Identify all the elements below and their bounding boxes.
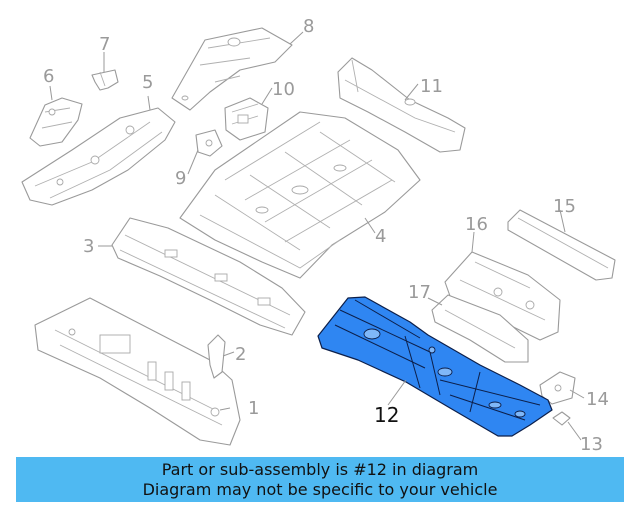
banner-line-2: Diagram may not be specific to your vehi…	[142, 480, 498, 499]
callout-3: 3	[83, 236, 94, 257]
part-4[interactable]	[179, 111, 421, 279]
part-10[interactable]	[224, 97, 269, 141]
part-5[interactable]	[21, 107, 176, 206]
callout-10: 10	[272, 79, 295, 100]
callout-5: 5	[142, 72, 153, 93]
callout-2: 2	[235, 344, 246, 365]
part-8[interactable]	[171, 27, 293, 111]
callout-1: 1	[248, 398, 259, 419]
callout-14: 14	[586, 389, 609, 410]
part-9[interactable]	[195, 129, 223, 157]
leader-lines	[49, 31, 585, 441]
callout-9: 9	[175, 168, 186, 189]
callout-7: 7	[99, 34, 110, 55]
banner-line-1: Part or sub-assembly is #12 in diagram	[161, 460, 479, 479]
callout-4: 4	[375, 226, 386, 247]
part-1[interactable]	[34, 297, 241, 446]
part-12-highlighted[interactable]	[317, 296, 553, 437]
info-banner: Part or sub-assembly is #12 in diagram D…	[16, 457, 624, 502]
callout-11: 11	[420, 76, 443, 97]
callout-15: 15	[553, 196, 576, 217]
callout-13: 13	[580, 434, 603, 455]
part-11[interactable]	[337, 57, 466, 153]
part-17[interactable]	[431, 294, 529, 363]
part-3[interactable]	[111, 217, 306, 336]
callout-17: 17	[408, 282, 431, 303]
part-14[interactable]	[539, 371, 576, 405]
part-6[interactable]	[29, 97, 83, 147]
callout-12: 12	[374, 403, 399, 427]
parts-diagram: 1 2 3 4 5 6 7 8 9 10 11 13 14 15 16 17 1…	[21, 16, 616, 455]
callout-8: 8	[303, 16, 314, 37]
part-2[interactable]	[207, 334, 226, 379]
part-15[interactable]	[507, 209, 616, 281]
callout-6: 6	[43, 66, 54, 87]
callout-16: 16	[465, 214, 488, 235]
part-7[interactable]	[91, 69, 119, 91]
part-13[interactable]	[552, 411, 571, 426]
callout-labels: 1 2 3 4 5 6 7 8 9 10 11 13 14 15 16 17 1…	[43, 16, 609, 455]
